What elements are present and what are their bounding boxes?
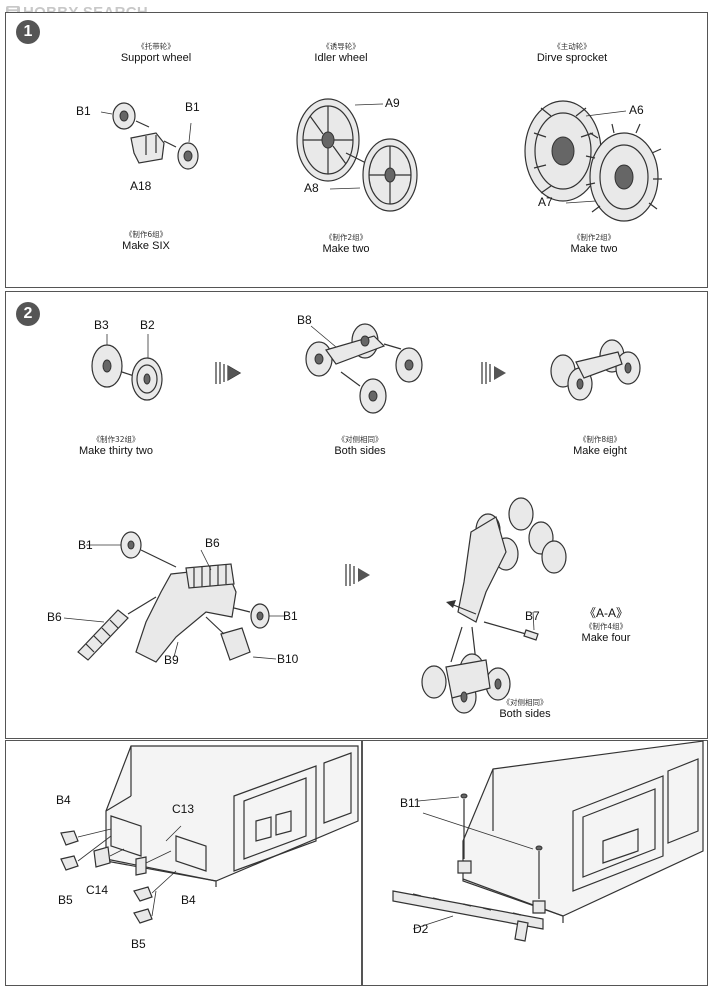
part-b10: B10: [277, 652, 299, 666]
section-aa-qty-en: Make four: [581, 632, 631, 644]
idler-wheel-drawing: [296, 98, 418, 212]
part-b5-lower: B5: [131, 937, 146, 951]
part-b4-upper: B4: [56, 793, 71, 807]
part-b1-left: B1: [76, 104, 91, 118]
support-wheel-qty: 《制作6组》 Make SIX: [101, 229, 191, 252]
part-b6-spring: B6: [205, 536, 220, 550]
support-wheel-qty-cn: 《制作6组》: [124, 230, 168, 239]
assembly-sides-en: Both sides: [499, 708, 551, 720]
part-b1-hub: B1: [283, 609, 298, 623]
idler-wheel-qty: 《制作2组》 Make two: [301, 232, 391, 255]
step2-number: 2: [16, 302, 40, 326]
part-b5-upper: B5: [58, 893, 73, 907]
step3-right-panel: B11 D2: [362, 740, 708, 986]
support-wheel-drawing: [100, 102, 199, 170]
drive-sprocket-qty-cn: 《制作2组》: [572, 233, 616, 242]
step-arrow-1: [215, 362, 242, 384]
assembly-sides: 《对侧相同》 Both sides: [480, 697, 570, 720]
support-wheel-qty-en: Make SIX: [122, 240, 170, 252]
bogie-complete-drawing: [550, 339, 641, 401]
bogie-assembly-drawing: [305, 323, 423, 414]
step-arrow-3: [345, 564, 370, 586]
step2-panel: 2: [5, 291, 708, 739]
idler-wheel-qty-en: Make two: [322, 243, 370, 255]
part-b1-right: B1: [185, 100, 200, 114]
part-b8: B8: [297, 313, 312, 327]
road-wheel-qty-cn: 《制作32组》: [92, 435, 140, 444]
bogie-sides-cn: 《对侧相同》: [337, 435, 383, 444]
drive-sprocket-title-en: Dirve sprocket: [536, 52, 608, 64]
drive-sprocket-qty-en: Make two: [570, 243, 618, 255]
part-b2: B2: [140, 318, 155, 332]
drive-sprocket-drawing: [524, 100, 662, 222]
part-a7: A7: [538, 195, 553, 209]
part-b1-arm: B1: [78, 538, 93, 552]
part-a9: A9: [385, 96, 400, 110]
idler-wheel-qty-cn: 《制作2组》: [324, 233, 368, 242]
part-c14: C14: [86, 883, 109, 897]
hull-rear-right-drawing: [392, 740, 704, 942]
hull-rear-left-drawing: [60, 745, 359, 924]
part-b7: B7: [525, 609, 540, 623]
road-wheel-qty: 《制作32组》 Make thirty two: [71, 434, 161, 457]
bogie-qty-en: Make eight: [573, 445, 627, 457]
suspension-exploded-drawing: [63, 531, 286, 663]
step3-left-panel: B4 B5 C13 C14 B4 B5: [5, 740, 362, 986]
drive-sprocket-title-cn: 《主动轮》: [553, 42, 591, 51]
assembly-sides-cn: 《对侧相同》: [502, 698, 548, 707]
road-wheel-qty-en: Make thirty two: [79, 445, 153, 457]
part-a6: A6: [629, 103, 644, 117]
support-wheel-title-en: Support wheel: [120, 52, 192, 64]
idler-wheel-title: 《诱导轮》 Idler wheel: [296, 41, 386, 64]
drive-sprocket-title: 《主动轮》 Dirve sprocket: [527, 41, 617, 64]
suspension-assembly-drawing: [421, 497, 567, 714]
drive-sprocket-qty: 《制作2组》 Make two: [549, 232, 639, 255]
bogie-sides: 《对侧相同》 Both sides: [315, 434, 405, 457]
part-b3: B3: [94, 318, 109, 332]
part-b6-arm: B6: [47, 610, 62, 624]
section-aa-title: 《A-A》: [583, 606, 628, 620]
idler-wheel-title-cn: 《诱导轮》: [322, 42, 360, 51]
section-aa: 《A-A》 《制作4组》 Make four: [561, 604, 651, 644]
support-wheel-title: 《托带轮》 Support wheel: [111, 41, 201, 64]
bogie-qty: 《制作8组》 Make eight: [555, 434, 645, 457]
support-wheel-title-cn: 《托带轮》: [137, 42, 175, 51]
part-d2: D2: [413, 922, 429, 936]
step1-number: 1: [16, 20, 40, 44]
bogie-sides-en: Both sides: [334, 445, 386, 457]
part-b9: B9: [164, 653, 179, 667]
section-aa-qty-cn: 《制作4组》: [584, 622, 628, 631]
step1-drawing: [100, 98, 662, 222]
part-a8: A8: [304, 181, 319, 195]
part-b11: B11: [400, 796, 421, 810]
part-b4-lower: B4: [181, 893, 196, 907]
bogie-qty-cn: 《制作8组》: [578, 435, 622, 444]
step1-panel: 1: [5, 12, 708, 288]
road-wheel-drawing: [91, 334, 163, 401]
part-a18: A18: [130, 179, 152, 193]
idler-wheel-title-en: Idler wheel: [314, 52, 368, 64]
step2-drawing: [63, 323, 641, 714]
step-arrow-2: [481, 362, 506, 384]
part-c13: C13: [172, 802, 195, 816]
